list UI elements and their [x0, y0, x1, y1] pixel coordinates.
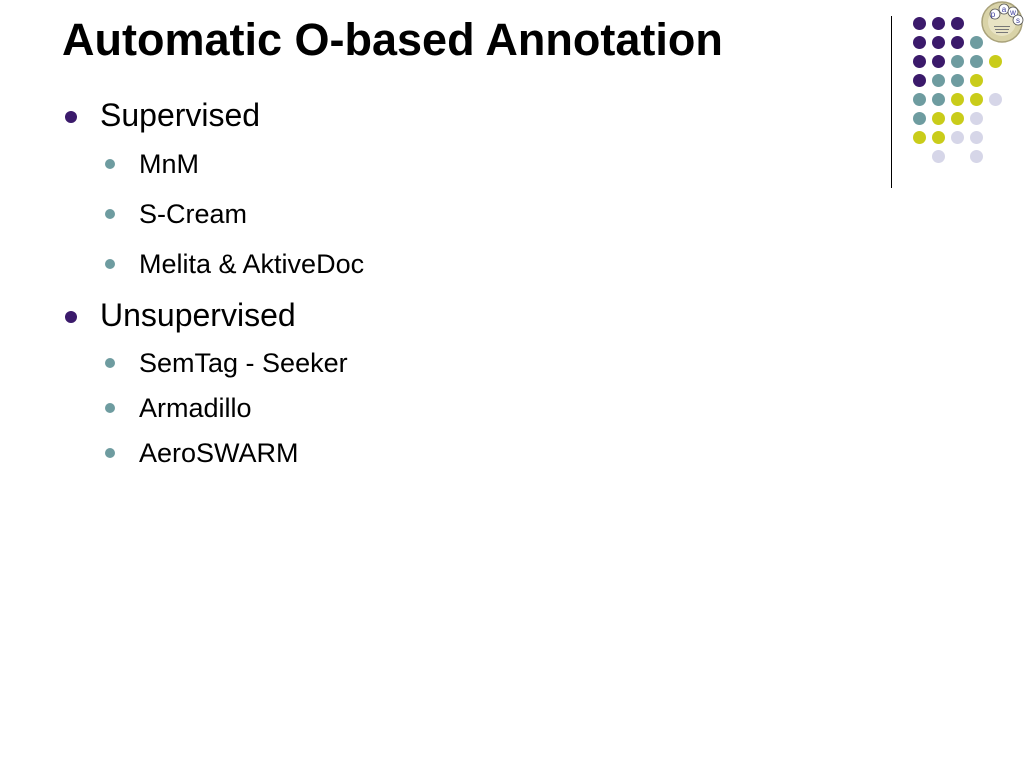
- logo-letter-s: s: [1016, 16, 1020, 25]
- paws-logo: p a w s: [981, 1, 1024, 43]
- decorative-dot: [912, 35, 926, 49]
- decorative-dot: [988, 92, 1002, 106]
- level1-bullet-icon: [65, 311, 77, 323]
- sub-bullet-item: Armadillo: [139, 393, 252, 423]
- decorative-dot: [950, 73, 964, 87]
- slide-title: Automatic O-based Annotation: [62, 14, 723, 65]
- decorative-dot: [912, 54, 926, 68]
- decorative-dot: [950, 54, 964, 68]
- decorative-dot: [931, 16, 945, 30]
- decorative-dot: [969, 35, 983, 49]
- level1-bullet-icon: [65, 111, 77, 123]
- sub-bullet-item: MnM: [139, 149, 199, 179]
- logo-letter-p: p: [991, 10, 996, 19]
- vertical-divider: [891, 16, 892, 188]
- decorative-dot: [912, 73, 926, 87]
- decorative-dot: [931, 92, 945, 106]
- decorative-dot: [931, 111, 945, 125]
- level2-bullet-icon: [105, 159, 115, 169]
- decorative-dot: [969, 149, 983, 163]
- level2-bullet-icon: [105, 358, 115, 368]
- decorative-dot: [969, 73, 983, 87]
- level2-bullet-icon: [105, 259, 115, 269]
- decorative-dot: [969, 130, 983, 144]
- decorative-dot: [931, 54, 945, 68]
- sub-bullet-item: SemTag - Seeker: [139, 348, 348, 378]
- decorative-dot: [950, 16, 964, 30]
- decorative-dot: [931, 130, 945, 144]
- decorative-dot: [950, 111, 964, 125]
- decorative-dot: [931, 35, 945, 49]
- decorative-dot: [912, 16, 926, 30]
- decorative-dot: [950, 92, 964, 106]
- decorative-dot: [969, 111, 983, 125]
- decorative-dot: [912, 92, 926, 106]
- decorative-dot: [969, 92, 983, 106]
- logo-letter-w: w: [1009, 8, 1016, 17]
- decorative-dot: [950, 35, 964, 49]
- bullet-item: Supervised: [100, 97, 261, 133]
- decorative-dot: [969, 54, 983, 68]
- sub-bullet-item: AeroSWARM: [139, 438, 299, 468]
- decorative-dot: [912, 130, 926, 144]
- decorative-dot: [988, 54, 1002, 68]
- decorative-dot: [931, 149, 945, 163]
- bullet-item: Unsupervised: [100, 297, 296, 333]
- level2-bullet-icon: [105, 403, 115, 413]
- level2-bullet-icon: [105, 448, 115, 458]
- sub-bullet-item: Melita & AktiveDoc: [139, 249, 365, 279]
- decorative-dot: [931, 73, 945, 87]
- logo-letter-a: a: [1002, 5, 1007, 14]
- decorative-dot: [950, 130, 964, 144]
- level2-bullet-icon: [105, 209, 115, 219]
- decorative-dot: [912, 111, 926, 125]
- sub-bullet-item: S-Cream: [139, 199, 248, 229]
